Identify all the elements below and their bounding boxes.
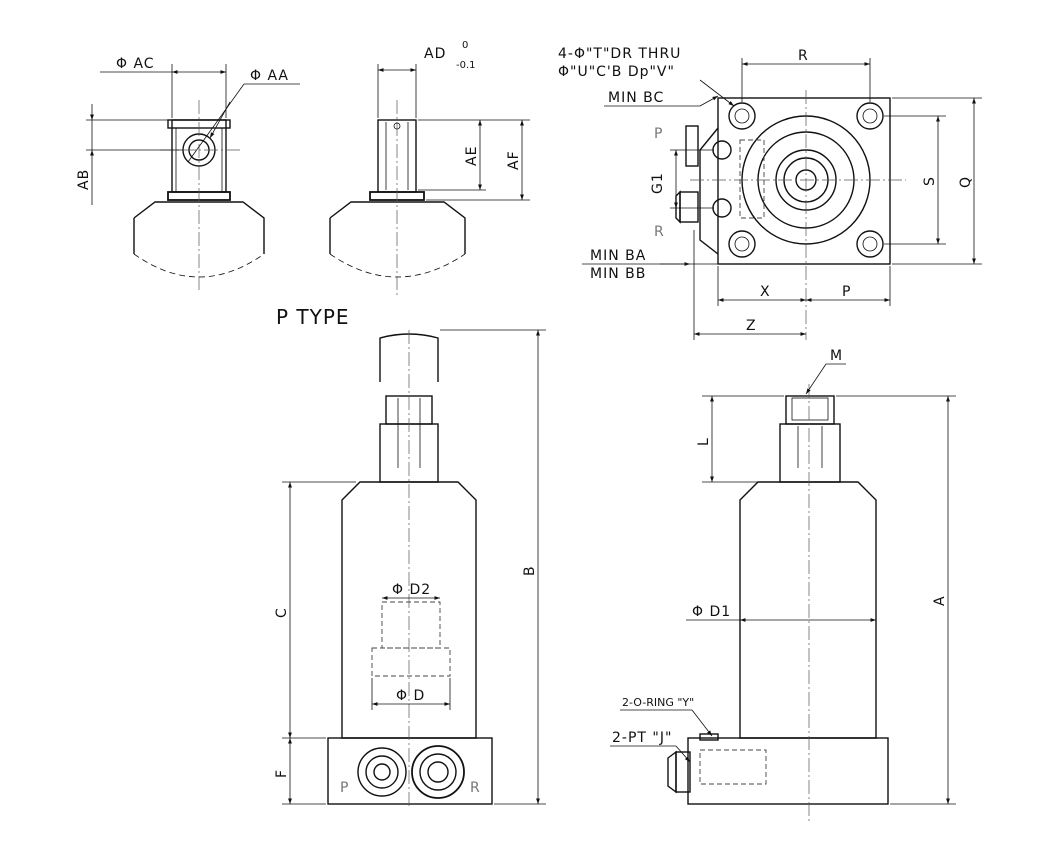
dim-label-q: Q [958, 176, 974, 188]
dim-label-s: S [922, 176, 938, 186]
port-label-r-front: R [470, 780, 481, 796]
p-type-front-view [133, 100, 265, 290]
dim-s: S [884, 115, 946, 245]
top-view: P R [654, 90, 906, 340]
dim-label-ae: AE [464, 146, 480, 166]
dim-phi-d: Φ D [371, 678, 451, 710]
dim-label-l: L [696, 437, 712, 446]
dim-min-ba-bb: MIN BA MIN BB [582, 248, 718, 282]
dim-label-ad-tol-lower: -0.1 [456, 60, 476, 71]
port-label-p-top: P [654, 126, 663, 142]
dim-r: R [741, 48, 871, 102]
dim-o-ring: 2-O-RING "Y" [620, 696, 713, 737]
dim-ab: AB [76, 104, 183, 205]
dim-phi-aa: Φ AA [187, 68, 300, 163]
dim-label-holes-line1: 4-Φ"T"DR THRU [558, 46, 681, 62]
dim-phi-ac: Φ AC [100, 56, 227, 118]
dim-label-r: R [798, 48, 809, 64]
dim-label-m: M [830, 348, 843, 364]
dim-label-holes-line2: Φ"U"C'B Dp"V" [558, 64, 675, 80]
dim-min-bc: MIN BC [604, 90, 719, 107]
dim-holes-note: 4-Φ"T"DR THRU Φ"U"C'B Dp"V" [558, 46, 735, 107]
port-label-p-front: P [340, 780, 349, 796]
dim-pt: 2-PT "J" [610, 730, 691, 763]
front-view: P R [327, 330, 493, 806]
dim-x-p-z: X P Z [693, 230, 891, 340]
dim-label-z: Z [746, 318, 757, 334]
dim-l: L [696, 395, 784, 483]
dim-label-min-bc: MIN BC [608, 90, 664, 106]
dim-m: M [805, 348, 846, 395]
dim-a: A [836, 395, 956, 805]
dim-label-phi-d: Φ D [396, 688, 425, 704]
dim-label-af: AF [506, 150, 522, 170]
dim-label-ab: AB [76, 169, 92, 190]
dim-label-c: C [274, 607, 290, 618]
dim-label-x: X [760, 284, 771, 300]
dim-label-a: A [932, 595, 948, 606]
dim-label-phi-d1: Φ D1 [692, 604, 731, 620]
dim-label-p: P [842, 284, 851, 300]
dim-label-min-bb: MIN BB [590, 266, 646, 282]
dim-b: B [440, 329, 546, 805]
dim-label-phi-aa: Φ AA [250, 68, 289, 84]
dim-label-o-ring: 2-O-RING "Y" [622, 696, 694, 709]
p-type-title: P TYPE [276, 305, 350, 329]
dim-f: F [274, 738, 326, 805]
dim-label-min-ba: MIN BA [590, 248, 646, 264]
dim-phi-d2: Φ D2 [382, 582, 440, 600]
dim-phi-d1: Φ D1 [686, 604, 876, 620]
dim-af: AF [506, 120, 524, 200]
dim-label-phi-d2: Φ D2 [392, 582, 431, 598]
port-label-r-top: R [654, 224, 665, 240]
dim-label-ad-tol-upper: 0 [462, 40, 468, 51]
dim-label-pt: 2-PT "J" [612, 730, 672, 746]
side-view [667, 384, 889, 822]
dim-label-phi-ac: Φ AC [116, 56, 155, 72]
p-type-side-view [329, 100, 466, 296]
dim-q: Q [892, 97, 982, 265]
dim-label-f: F [274, 769, 290, 778]
dim-ad: AD 0 -0.1 [377, 40, 476, 118]
dim-g1: G1 [650, 149, 714, 209]
dim-label-b: B [522, 565, 538, 576]
dim-label-ad: AD [424, 46, 446, 62]
dim-ae: AE [418, 119, 530, 201]
dim-c: C [274, 481, 356, 739]
dim-label-g1: G1 [650, 172, 666, 194]
